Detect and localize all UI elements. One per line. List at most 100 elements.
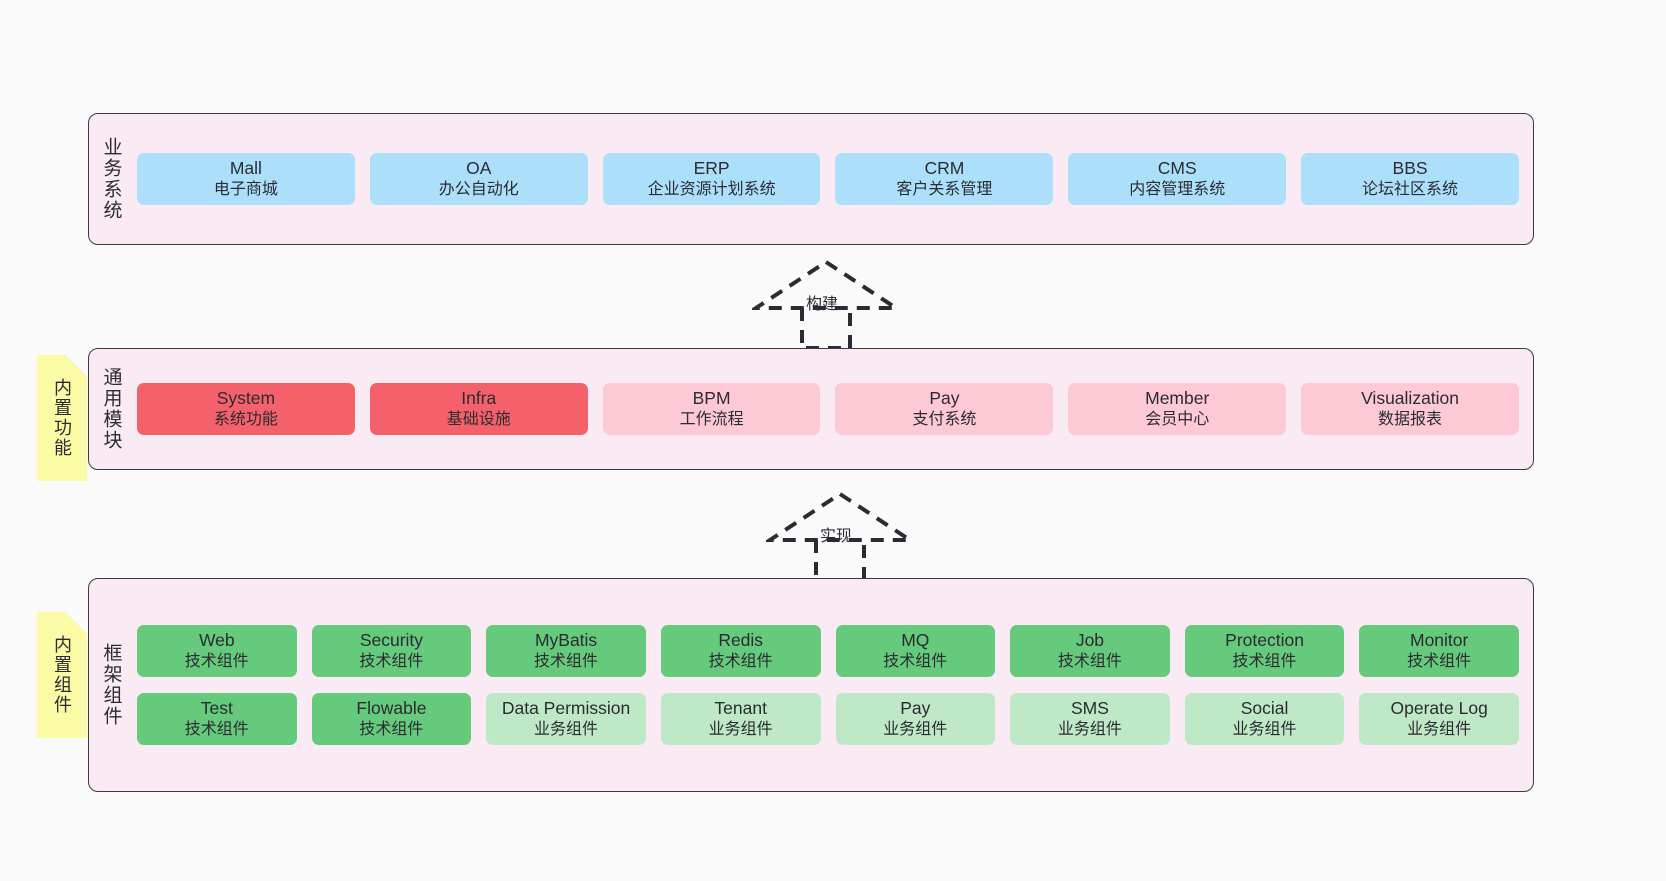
- box-monitor[interactable]: Monitor 技术组件: [1359, 625, 1519, 677]
- box-subtitle: 技术组件: [1407, 653, 1472, 671]
- box-system[interactable]: System 系统功能: [137, 383, 355, 435]
- box-mybatis[interactable]: MyBatis 技术组件: [486, 625, 646, 677]
- row-technical-components: Web 技术组件 Security 技术组件 MyBatis 技术组件 Redi…: [137, 625, 1519, 677]
- row-business-components: Test 技术组件 Flowable 技术组件 Data Permission …: [137, 693, 1519, 745]
- box-bpm[interactable]: BPM 工作流程: [602, 383, 821, 435]
- box-subtitle: 数据报表: [1378, 410, 1443, 428]
- box-title: System: [216, 388, 276, 409]
- box-subtitle: 业务组件: [534, 720, 599, 738]
- box-title: ERP: [693, 158, 730, 179]
- layer-body-common-module: System 系统功能 Infra 基础设施 BPM 工作流程 Pay 支付系统…: [133, 349, 1533, 469]
- box-title: Data Permission: [501, 698, 631, 718]
- box-subtitle: 工作流程: [679, 410, 744, 428]
- note-fold-cover: [65, 355, 87, 377]
- box-subtitle: 基础设施: [446, 410, 511, 428]
- box-pay-module[interactable]: Pay 支付系统: [835, 383, 1054, 435]
- box-title: Member: [1145, 388, 1210, 409]
- box-subtitle: 会员中心: [1145, 410, 1210, 428]
- box-title: Web: [198, 630, 235, 651]
- layer-body-business-system: Mall 电子商城 OA 办公自动化 ERP 企业资源计划系统 CRM 客户关系…: [133, 114, 1533, 244]
- box-title: Mall: [229, 158, 262, 179]
- box-title: CMS: [1157, 158, 1197, 179]
- box-title: MyBatis: [534, 630, 598, 651]
- box-subtitle: 企业资源计划系统: [647, 180, 776, 198]
- box-erp[interactable]: ERP 企业资源计划系统: [602, 153, 821, 205]
- box-subtitle: 技术组件: [1057, 653, 1122, 671]
- layer-common-module: 通用模块 System 系统功能 Infra 基础设施 BPM 工作流程 Pay: [88, 348, 1534, 470]
- box-flowable[interactable]: Flowable 技术组件: [311, 693, 472, 745]
- box-subtitle: 技术组件: [534, 653, 599, 671]
- box-visualization[interactable]: Visualization 数据报表: [1301, 383, 1519, 435]
- layer-title-common-module: 通用模块: [100, 367, 122, 451]
- box-subtitle: 技术组件: [708, 653, 773, 671]
- box-subtitle: 技术组件: [184, 720, 249, 738]
- connector-label-implement: 实现: [820, 528, 853, 545]
- note-builtin-component: 内置组件: [37, 612, 87, 738]
- box-subtitle: 电子商城: [213, 180, 278, 198]
- box-protection[interactable]: Protection 技术组件: [1184, 625, 1345, 677]
- box-title: Redis: [718, 630, 764, 651]
- box-title: SMS: [1070, 698, 1109, 718]
- box-subtitle: 论坛社区系统: [1362, 180, 1459, 198]
- box-subtitle: 技术组件: [184, 653, 249, 671]
- box-subtitle: 技术组件: [359, 720, 424, 738]
- box-title: BBS: [1392, 158, 1428, 179]
- box-crm[interactable]: CRM 客户关系管理: [835, 153, 1054, 205]
- box-title: Operate Log: [1390, 698, 1488, 718]
- box-title: Monitor: [1410, 630, 1469, 651]
- box-title: OA: [466, 158, 492, 179]
- box-bbs[interactable]: BBS 论坛社区系统: [1301, 153, 1519, 205]
- connector-build: 构建: [749, 258, 908, 350]
- box-member[interactable]: Member 会员中心: [1068, 383, 1287, 435]
- box-title: Protection: [1225, 630, 1304, 651]
- layer-title-framework-component: 框架组件: [100, 643, 122, 727]
- layer-title-business-system: 业务系统: [100, 137, 122, 221]
- box-subtitle: 办公自动化: [438, 180, 519, 198]
- box-mall[interactable]: Mall 电子商城: [137, 153, 355, 205]
- note-label-builtin-component: 内置组件: [52, 635, 72, 715]
- box-security[interactable]: Security 技术组件: [311, 625, 472, 677]
- box-web[interactable]: Web 技术组件: [137, 625, 297, 677]
- box-test[interactable]: Test 技术组件: [137, 693, 297, 745]
- box-mq[interactable]: MQ 技术组件: [835, 625, 996, 677]
- box-data-permission[interactable]: Data Permission 业务组件: [486, 693, 646, 745]
- box-cms[interactable]: CMS 内容管理系统: [1068, 153, 1287, 205]
- box-title: MQ: [901, 630, 930, 651]
- box-title: Tenant: [714, 698, 767, 718]
- box-title: BPM: [692, 388, 731, 409]
- box-title: Social: [1240, 698, 1289, 718]
- box-redis[interactable]: Redis 技术组件: [660, 625, 821, 677]
- box-subtitle: 业务组件: [708, 720, 773, 738]
- box-subtitle: 业务组件: [1407, 720, 1472, 738]
- box-title: Test: [200, 698, 233, 718]
- box-infra[interactable]: Infra 基础设施: [369, 383, 588, 435]
- box-sms[interactable]: SMS 业务组件: [1010, 693, 1170, 745]
- box-title: Flowable: [356, 698, 427, 718]
- box-social[interactable]: Social 业务组件: [1184, 693, 1345, 745]
- box-title: Pay: [900, 698, 931, 718]
- note-builtin-function: 内置功能: [37, 355, 87, 481]
- box-title: Pay: [929, 388, 960, 409]
- box-title: Security: [359, 630, 424, 651]
- box-oa[interactable]: OA 办公自动化: [369, 153, 588, 205]
- box-job[interactable]: Job 技术组件: [1010, 625, 1170, 677]
- box-subtitle: 支付系统: [912, 410, 977, 428]
- box-subtitle: 业务组件: [883, 720, 948, 738]
- box-tenant[interactable]: Tenant 业务组件: [660, 693, 821, 745]
- connector-implement: 实现: [763, 490, 922, 582]
- box-title: CRM: [924, 158, 965, 179]
- layer-framework-component: 框架组件 Web 技术组件 Security 技术组件 MyBatis 技术组件…: [88, 578, 1534, 792]
- box-title: Infra: [461, 388, 497, 409]
- note-label-builtin-function: 内置功能: [52, 378, 72, 458]
- box-title: Job: [1075, 630, 1105, 651]
- box-subtitle: 技术组件: [359, 653, 424, 671]
- box-subtitle: 技术组件: [883, 653, 948, 671]
- box-operate-log[interactable]: Operate Log 业务组件: [1359, 693, 1519, 745]
- row-business-systems: Mall 电子商城 OA 办公自动化 ERP 企业资源计划系统 CRM 客户关系…: [137, 153, 1519, 205]
- box-subtitle: 技术组件: [1232, 653, 1297, 671]
- box-subtitle: 内容管理系统: [1129, 180, 1226, 198]
- box-pay-component[interactable]: Pay 业务组件: [835, 693, 996, 745]
- row-common-modules: System 系统功能 Infra 基础设施 BPM 工作流程 Pay 支付系统…: [137, 383, 1519, 435]
- layer-business-system: 业务系统 Mall 电子商城 OA 办公自动化 ERP 企业资源计划系统 CRM: [88, 113, 1534, 245]
